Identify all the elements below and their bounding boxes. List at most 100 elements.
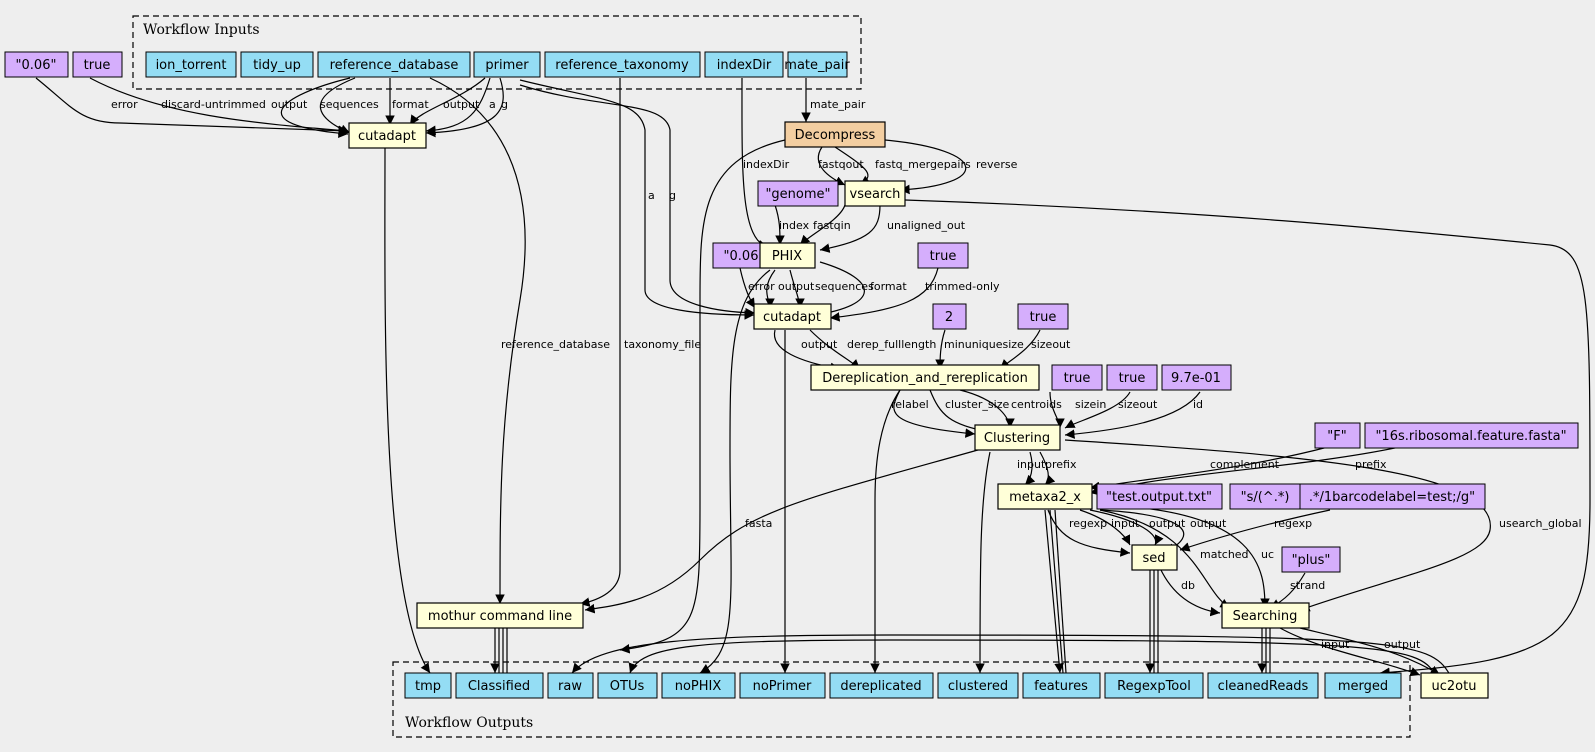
output-classified[interactable]: Classified — [455, 672, 544, 699]
svg-text:"test.output.txt": "test.output.txt" — [1106, 490, 1212, 505]
step-phix[interactable]: PHIX — [759, 242, 816, 269]
step-dereplication[interactable]: Dereplication_and_rereplication — [810, 364, 1040, 391]
output-otus[interactable]: OTUs — [597, 672, 658, 699]
step-searching[interactable]: Searching — [1221, 602, 1310, 629]
edge-label-fastq-mergepairs: fastq_mergepairs — [875, 158, 971, 171]
svg-text:clustered: clustered — [948, 679, 1008, 694]
svg-text:features: features — [1034, 679, 1088, 694]
svg-text:vsearch: vsearch — [850, 187, 901, 202]
output-dereplicated[interactable]: dereplicated — [829, 672, 934, 699]
edge-label-input2: input — [1111, 517, 1140, 530]
output-nophix[interactable]: noPHIX — [661, 672, 736, 699]
param-test-output[interactable]: "test.output.txt" — [1096, 483, 1223, 510]
step-cutadapt-1[interactable]: cutadapt — [348, 122, 427, 149]
edge-label-strand: strand — [1290, 579, 1325, 592]
edge-label-usearch-global: usearch_global — [1499, 517, 1582, 530]
param-F[interactable]: "F" — [1314, 422, 1361, 449]
edge-label-error1: error — [111, 98, 138, 111]
param-006-a[interactable]: "0.06" — [4, 51, 69, 78]
edge-format2 — [814, 261, 865, 319]
edge-metaxa-features-3 — [1054, 509, 1067, 674]
edge-label-output7: output — [1384, 638, 1421, 651]
input-tidy-up[interactable]: tidy_up — [240, 51, 314, 78]
edge-trimmed-only — [829, 267, 939, 322]
step-cutadapt-2[interactable]: cutadapt — [753, 303, 832, 330]
step-decompress[interactable]: Decompress — [784, 121, 886, 148]
output-noprimer[interactable]: noPrimer — [739, 672, 826, 699]
edge-regexp2 — [1179, 509, 1331, 552]
edge-label-sequences2: sequences — [815, 280, 874, 293]
param-097[interactable]: 9.7e-01 — [1161, 364, 1232, 391]
param-16s[interactable]: "16s.ribosomal.feature.fasta" — [1364, 422, 1579, 449]
svg-text:raw: raw — [558, 679, 582, 694]
svg-text:"genome": "genome" — [765, 187, 830, 202]
step-sed[interactable]: sed — [1131, 544, 1178, 571]
svg-text:true: true — [1064, 371, 1091, 386]
svg-text:true: true — [1030, 310, 1057, 325]
step-mothur[interactable]: mothur command line — [416, 602, 584, 629]
input-reference-taxonomy[interactable]: reference_taxonomy — [544, 51, 701, 78]
edge-g1 — [425, 77, 504, 138]
edge-label-matched: matched — [1200, 548, 1249, 561]
svg-text:"0.06": "0.06" — [16, 58, 57, 73]
edge-fastqout — [817, 146, 846, 186]
edge-uc2otu-otus — [628, 639, 1436, 676]
output-cleanedreads[interactable]: cleanedReads — [1207, 672, 1319, 699]
svg-text:true: true — [930, 249, 957, 264]
input-indexDir[interactable]: indexDir — [704, 51, 784, 78]
edge-taxonomy — [579, 78, 621, 607]
output-clustered[interactable]: clustered — [937, 672, 1019, 699]
edge-vsearch-merged — [904, 199, 1591, 678]
edge-phix-nophix — [699, 269, 771, 674]
edge-clustering-clustered — [975, 451, 991, 674]
edge-label-g2: g — [669, 189, 676, 202]
edge-primer-cut2-a — [519, 79, 755, 320]
output-merged[interactable]: merged — [1324, 672, 1402, 699]
edge-error1 — [35, 77, 349, 136]
edge-input2 — [1079, 509, 1131, 546]
edge-output7 — [1299, 627, 1441, 676]
svg-text:RegexpTool: RegexpTool — [1117, 679, 1191, 694]
step-uc2otu[interactable]: uc2otu — [1420, 672, 1489, 699]
input-ion-torrent[interactable]: ion_torrent — [145, 51, 237, 78]
edge-output1 — [280, 77, 351, 138]
output-regexptool[interactable]: RegexpTool — [1104, 672, 1204, 699]
step-vsearch[interactable]: vsearch — [844, 180, 906, 207]
output-features[interactable]: features — [1022, 672, 1101, 699]
param-true-b[interactable]: true — [917, 242, 969, 269]
param-true-d[interactable]: true — [1051, 364, 1103, 391]
output-tmp[interactable]: tmp — [404, 672, 452, 699]
edge-output2 — [409, 77, 486, 126]
svg-text:noPrimer: noPrimer — [753, 679, 812, 694]
svg-text:tmp: tmp — [415, 679, 441, 694]
edge-label-input3: input — [1321, 638, 1350, 651]
edge-label-output4: output — [801, 338, 838, 351]
param-true-a[interactable]: true — [72, 51, 123, 78]
input-reference-database[interactable]: reference_database — [317, 51, 471, 78]
output-raw[interactable]: raw — [547, 672, 594, 699]
step-nodes: cutadapt Decompress vsearch PHIX cutadap… — [348, 121, 1489, 699]
edge-label-fastqin: fastqin — [813, 219, 851, 232]
edge-cut1-tmp — [384, 147, 431, 674]
edge-label-discard: discard-untrimmed — [161, 98, 266, 111]
param-true-e[interactable]: true — [1106, 364, 1158, 391]
edge-label-sizein: sizein — [1075, 398, 1106, 411]
edge-regexp1 — [1047, 509, 1131, 557]
edge-label-regexp1: regexp — [1069, 517, 1107, 530]
edge-label-output1: output — [271, 98, 308, 111]
input-primer[interactable]: primer — [473, 51, 541, 78]
param-true-c[interactable]: true — [1017, 303, 1069, 330]
edge-relabel — [893, 389, 976, 438]
edge-label-output6: output — [1190, 517, 1227, 530]
edge-label-g1: g — [501, 98, 508, 111]
edge-label-sizeout1: sizeout — [1031, 338, 1071, 351]
param-sed-expression[interactable]: "s/(^.*) .*/1barcodelabel=test;/g" — [1229, 483, 1486, 510]
param-plus[interactable]: "plus" — [1281, 546, 1341, 573]
edge-label-a1: a — [489, 98, 496, 111]
edge-sizeout2 — [1064, 391, 1131, 429]
step-clustering[interactable]: Clustering — [974, 424, 1061, 451]
step-metaxa2-x[interactable]: metaxa2_x — [997, 483, 1093, 510]
input-mate-pair[interactable]: mate_pair — [784, 51, 850, 78]
param-2[interactable]: 2 — [932, 303, 967, 330]
param-genome[interactable]: "genome" — [757, 180, 839, 207]
